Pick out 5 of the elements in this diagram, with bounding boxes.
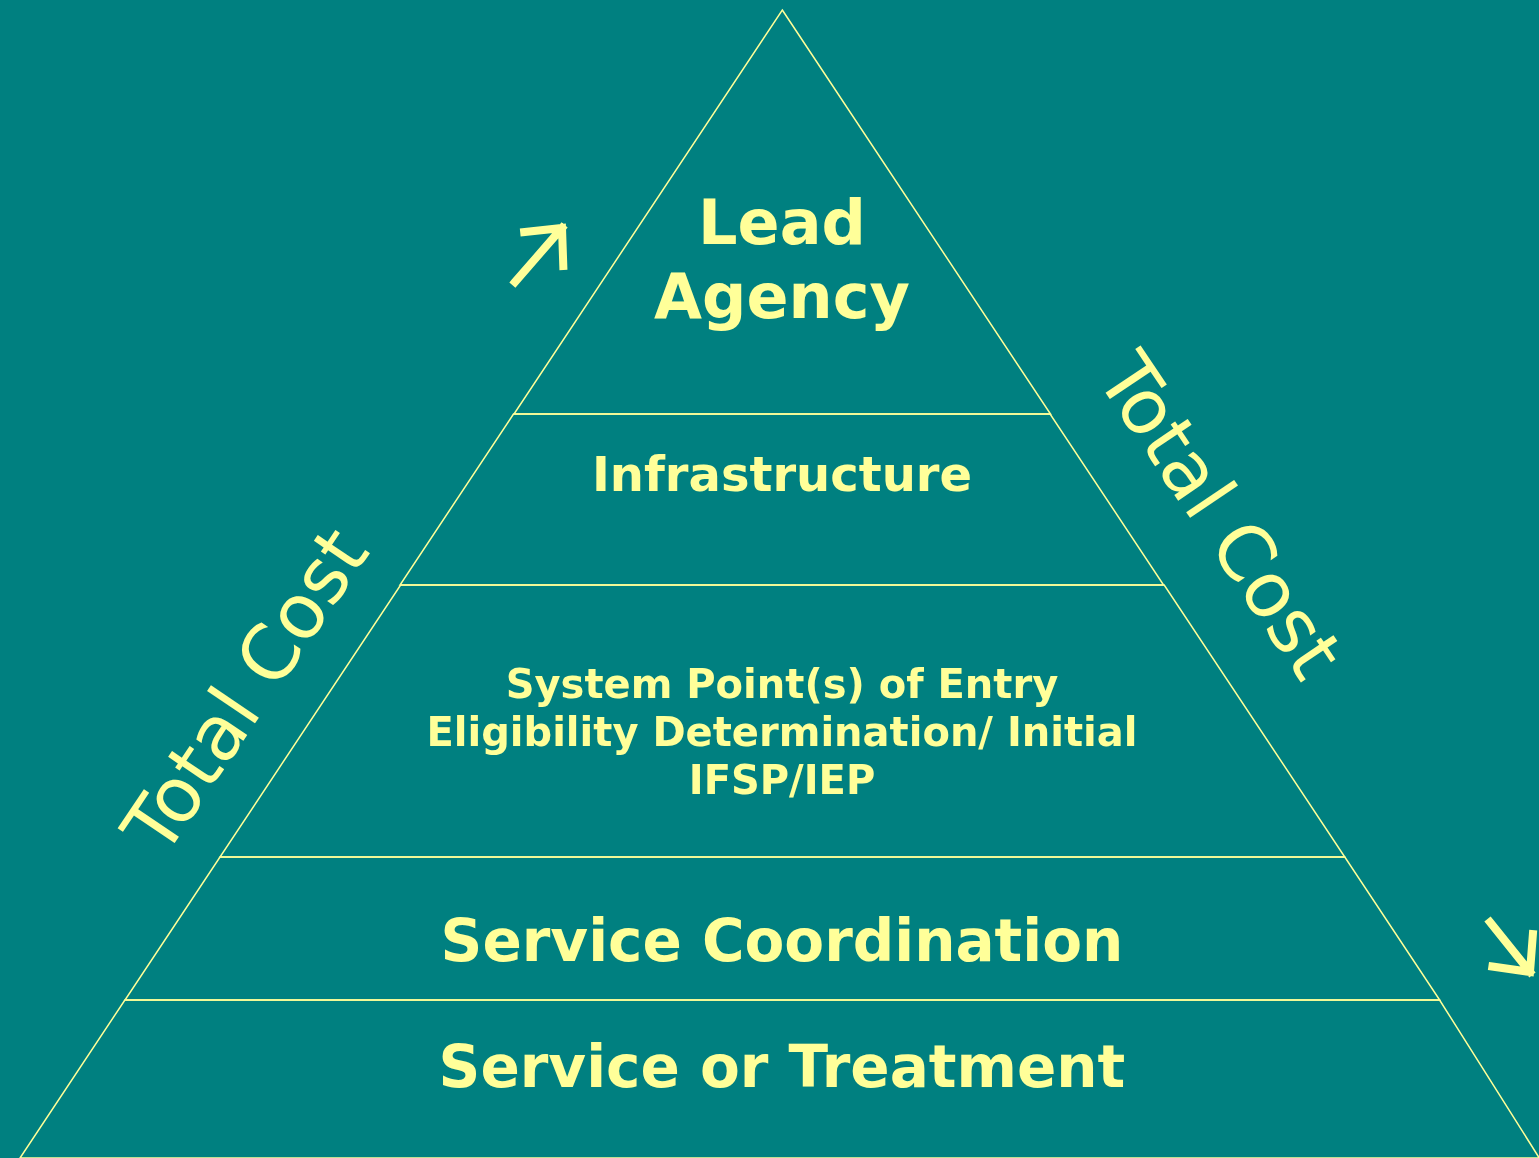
tier-label: Service or Treatment <box>437 1033 1127 1103</box>
tier-label: Lead Agency <box>653 185 911 335</box>
tier-label: Service Coordination <box>439 907 1125 977</box>
tier-label: Infrastructure <box>590 446 974 504</box>
tier-label: System Point(s) of Entry Eligibility Determination/ Initial IFSP/IEP <box>425 660 1139 804</box>
